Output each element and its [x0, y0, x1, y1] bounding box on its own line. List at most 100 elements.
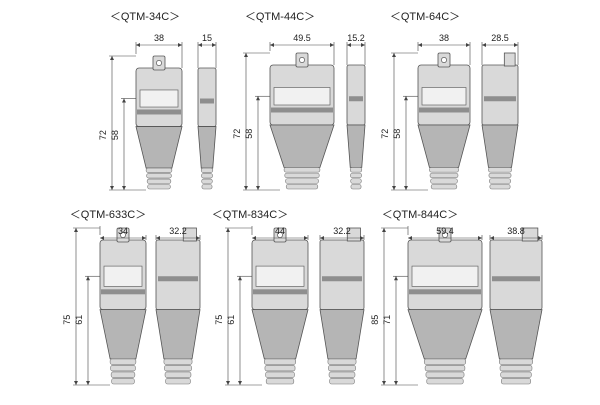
- side-taper: [319, 309, 365, 360]
- side-boot-ring: [488, 172, 512, 179]
- side-boot-ring: [328, 371, 356, 378]
- front-width-label: 44: [275, 226, 285, 236]
- height-dim-arrow-top: [382, 228, 386, 232]
- screw-hole: [120, 232, 126, 238]
- side-taper: [481, 124, 519, 168]
- side-boot-ring: [164, 371, 192, 378]
- side-tab: [503, 52, 516, 67]
- front-width-dim-arrow-right: [142, 236, 146, 240]
- side-housing: [155, 239, 201, 310]
- side-band: [200, 98, 214, 104]
- side-boot-ring: [349, 167, 363, 173]
- side-boot-ring: [499, 365, 533, 372]
- window: [103, 265, 143, 287]
- front-width-dim-arrow-right: [478, 236, 482, 240]
- side-width-dim-arrow-right: [196, 236, 200, 240]
- side-width-label: 15.2: [347, 33, 365, 43]
- lower-height-dim-arrow-top: [256, 96, 260, 101]
- height-dim-arrow-top: [244, 53, 248, 57]
- front-width-dim-arrow-left: [418, 43, 422, 47]
- taper-body: [251, 309, 309, 360]
- model-title: ＜QTM-64C＞: [390, 11, 460, 23]
- front-width-dim-arrow-left: [252, 236, 256, 240]
- window: [421, 87, 467, 106]
- side-width-dim-arrow-left: [490, 236, 494, 240]
- model-title: ＜QTM-844C＞: [382, 209, 458, 221]
- front-width-label: 59.4: [436, 226, 454, 236]
- side-width-dim-arrow-left: [156, 236, 160, 240]
- height-dim-arrow-bottom: [110, 186, 114, 190]
- front-width-dim-arrow-left: [408, 236, 412, 240]
- taper-body: [407, 309, 483, 360]
- side-taper: [155, 309, 201, 360]
- front-width-label: 49.5: [293, 33, 311, 43]
- side-boot-ring: [329, 378, 355, 385]
- boot-ring: [110, 371, 136, 378]
- window: [255, 265, 305, 287]
- side-view: [489, 227, 543, 385]
- side-housing: [346, 64, 366, 126]
- boot-ring: [430, 178, 458, 184]
- side-boot-ring: [165, 378, 191, 385]
- side-boot-ring: [327, 358, 357, 365]
- height-dim-arrow-bottom: [74, 381, 78, 385]
- side-boot-ring: [201, 184, 213, 190]
- height-dim-arrow-bottom: [392, 186, 396, 190]
- front-width-dim-arrow-left: [136, 43, 140, 47]
- height-dim-arrow-top: [110, 56, 114, 60]
- taper-body: [417, 124, 471, 168]
- front-view: [417, 52, 471, 190]
- front-width-dim-arrow-right: [466, 43, 470, 47]
- grip-band: [253, 289, 307, 295]
- side-housing: [197, 67, 217, 127]
- boot-ring: [284, 172, 320, 179]
- front-width-dim-arrow-left: [270, 43, 274, 47]
- model-title: ＜QTM-633C＞: [70, 209, 146, 221]
- front-width-label: 34: [118, 226, 128, 236]
- front-view: [135, 55, 183, 190]
- side-boot-ring: [200, 167, 214, 173]
- model-title: ＜QTM-44C＞: [245, 11, 315, 23]
- lower-height-dim-arrow-bottom: [122, 186, 126, 190]
- screw-hole: [442, 232, 448, 238]
- boot-ring: [111, 378, 135, 385]
- front-width-label: 38: [439, 33, 449, 43]
- lower-height-label: 61: [226, 315, 236, 325]
- model-title: ＜QTM-834C＞: [212, 209, 288, 221]
- front-view: [407, 227, 483, 385]
- lower-height-label: 58: [244, 129, 254, 139]
- height-dim-arrow-bottom: [226, 381, 230, 385]
- side-view: [197, 67, 217, 190]
- side-width-label: 15: [202, 33, 212, 43]
- height-label: 72: [380, 129, 390, 139]
- side-taper: [346, 124, 366, 168]
- boot-ring: [145, 167, 173, 173]
- lower-height-dim-arrow-bottom: [394, 381, 398, 385]
- side-width-dim-arrow-left: [482, 43, 486, 47]
- side-width-dim-arrow-right: [361, 43, 365, 47]
- side-boot-ring: [350, 172, 362, 179]
- front-width-label: 38: [154, 33, 164, 43]
- side-width-label: 38.8: [507, 226, 525, 236]
- lower-height-label: 58: [392, 129, 402, 139]
- boot-ring: [147, 184, 171, 190]
- side-boot-ring: [499, 358, 533, 365]
- boot-ring: [429, 172, 459, 179]
- side-housing: [489, 239, 543, 310]
- front-width-dim-arrow-right: [304, 236, 308, 240]
- boot-ring: [283, 167, 321, 173]
- lower-height-dim-arrow-bottom: [404, 186, 408, 190]
- side-view: [155, 227, 201, 385]
- lower-height-label: 58: [110, 130, 120, 140]
- side-band: [484, 96, 516, 102]
- lower-height-dim-arrow-bottom: [86, 381, 90, 385]
- side-width-label: 32.2: [169, 226, 187, 236]
- front-width-dim-arrow-right: [178, 43, 182, 47]
- lower-height-label: 61: [74, 315, 84, 325]
- side-width-dim-arrow-right: [212, 43, 216, 47]
- boot-ring: [425, 371, 465, 378]
- side-width-dim-arrow-right: [514, 43, 518, 47]
